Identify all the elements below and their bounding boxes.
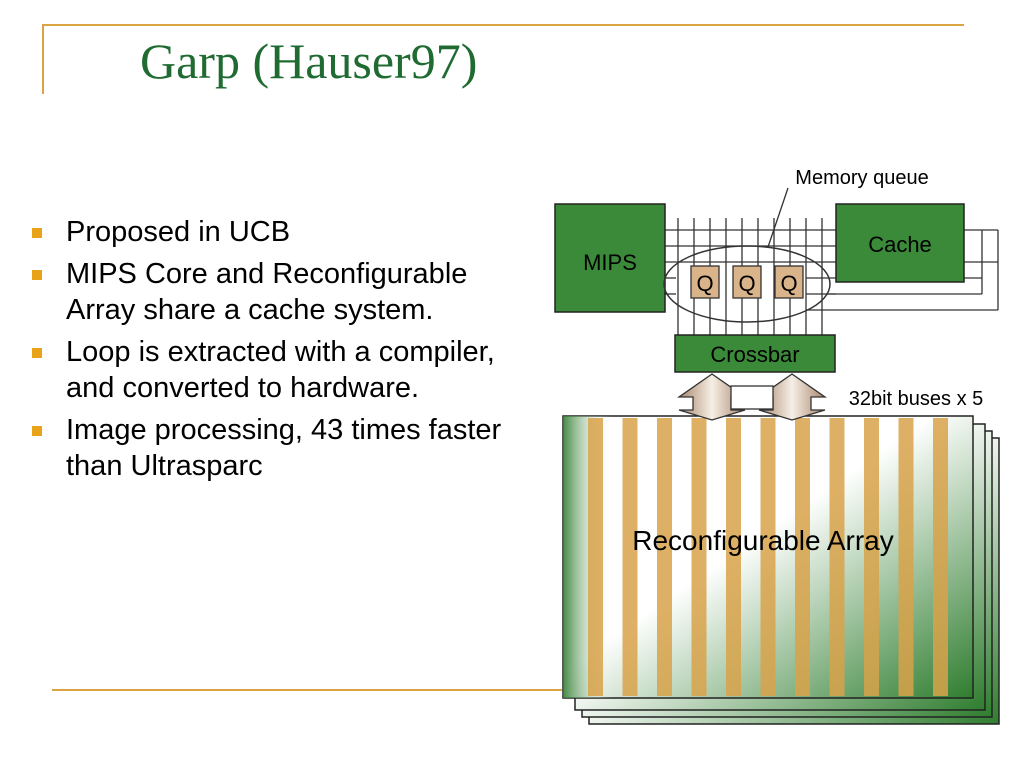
cache-label: Cache xyxy=(868,232,932,257)
bullet-text: Image processing, 43 times faster than U… xyxy=(66,414,502,482)
bullet-marker-icon xyxy=(32,426,42,436)
bus-arrows xyxy=(676,373,828,421)
array-stripe xyxy=(588,418,603,696)
bullet-text: Loop is extracted with a compiler, and c… xyxy=(66,336,495,404)
mips-label: MIPS xyxy=(583,250,637,275)
bullet-item: Proposed in UCB xyxy=(30,214,535,250)
memory-queue-label: Memory queue xyxy=(795,167,928,189)
array-stripe xyxy=(657,418,672,696)
left-accent-rule xyxy=(42,24,44,94)
array-stripe xyxy=(898,418,914,696)
array-stripe xyxy=(864,418,879,696)
bullet-text: MIPS Core and Reconfigurable Array share… xyxy=(66,258,468,326)
mips-block xyxy=(554,203,666,313)
crossbar-label: Crossbar xyxy=(710,342,799,367)
array-stripe xyxy=(691,418,707,696)
array-stripes xyxy=(588,418,948,696)
memory-queue-ellipse xyxy=(663,245,831,323)
queue-box xyxy=(774,265,804,299)
bus-connector xyxy=(730,385,774,410)
queue-label: Q xyxy=(780,271,797,296)
array-stripe xyxy=(760,418,776,696)
array-stripe xyxy=(622,418,638,696)
cache-block xyxy=(835,203,965,283)
crossbar-block xyxy=(674,334,836,373)
bullet-marker-icon xyxy=(32,348,42,358)
top-accent-rule xyxy=(42,24,964,26)
bullet-marker-icon xyxy=(32,228,42,238)
array-stripe xyxy=(829,418,845,696)
array-stripe xyxy=(726,418,741,696)
bus-width-label: 32bit buses x 5 xyxy=(849,388,984,410)
queue-label: Q xyxy=(738,271,755,296)
bullet-item: MIPS Core and Reconfigurable Array share… xyxy=(30,256,535,328)
bullet-marker-icon xyxy=(32,270,42,280)
bullet-item: Loop is extracted with a compiler, and c… xyxy=(30,334,535,406)
array-stack xyxy=(562,415,1000,725)
bottom-accent-rule xyxy=(52,689,562,691)
array-stripe xyxy=(795,418,810,696)
memory-queue-callout-line xyxy=(767,187,789,248)
slide-title: Garp (Hauser97) xyxy=(140,33,478,89)
queue-box xyxy=(732,265,762,299)
reconfigurable-array-label: Reconfigurable Array xyxy=(632,525,893,556)
array-stripe xyxy=(933,418,948,696)
queue-label: Q xyxy=(696,271,713,296)
bullet-text: Proposed in UCB xyxy=(66,216,291,248)
queue-box xyxy=(690,265,720,299)
bullet-item: Image processing, 43 times faster than U… xyxy=(30,412,535,484)
bullet-list: Proposed in UCB MIPS Core and Reconfigur… xyxy=(30,214,535,490)
